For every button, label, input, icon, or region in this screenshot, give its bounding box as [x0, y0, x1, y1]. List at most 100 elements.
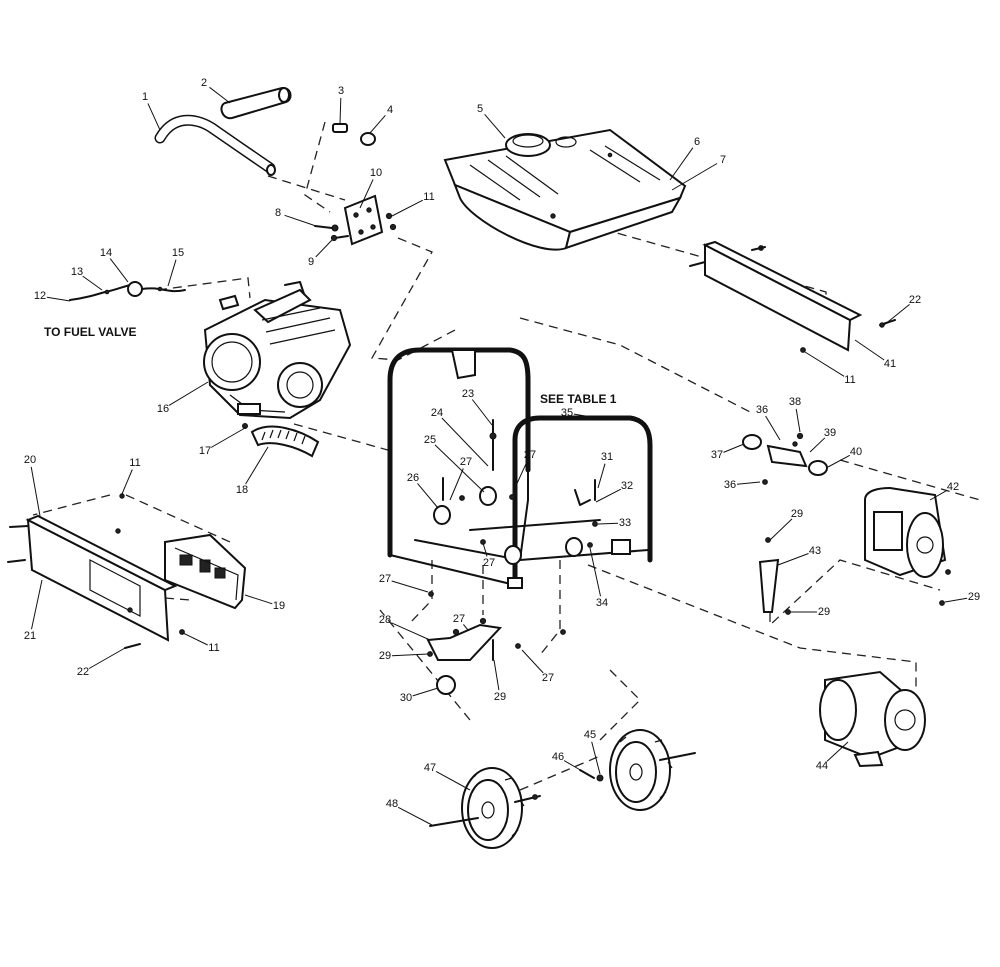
callout-29: 29 [818, 606, 830, 618]
callout-leader-15 [167, 259, 177, 287]
callout-leader-35 [573, 413, 611, 421]
part-handle-bracket [343, 194, 384, 246]
callout-25: 25 [424, 434, 436, 446]
part-alternator-bracket [758, 537, 945, 615]
callout-leader-45 [591, 741, 601, 775]
callout-leader-1 [147, 103, 161, 131]
part-clip [332, 123, 348, 133]
callout-leader-11 [121, 469, 133, 495]
callout-4: 4 [387, 104, 393, 116]
callout-39: 39 [824, 427, 836, 439]
part-knob [360, 132, 376, 146]
callout-1: 1 [142, 91, 148, 103]
callout-29: 29 [791, 508, 803, 520]
callout-leader-46 [563, 760, 583, 772]
callout-leader-11 [182, 632, 208, 646]
callout-leader-14 [109, 258, 129, 283]
callout-leader-3 [339, 97, 342, 125]
callout-31: 31 [601, 451, 613, 463]
callout-3: 3 [338, 85, 344, 97]
part-alternator-cover [864, 486, 951, 578]
callout-12: 12 [34, 290, 46, 302]
callout-36: 36 [756, 404, 768, 416]
callout-9: 9 [308, 256, 314, 268]
callout-27: 27 [460, 456, 472, 468]
callout-leader-29 [944, 597, 968, 603]
callout-leader-31 [597, 463, 606, 489]
callout-leader-24 [441, 417, 489, 467]
callout-30: 30 [400, 692, 412, 704]
callout-leader-47 [435, 770, 471, 791]
note-to-fuel-valve: TO FUEL VALVE [44, 325, 136, 339]
callout-28: 28 [379, 614, 391, 626]
callout-leader-22 [883, 304, 910, 326]
callout-leader-29 [493, 659, 500, 691]
callout-11: 11 [423, 191, 434, 203]
part-fuel-line [69, 281, 186, 301]
callout-48: 48 [386, 798, 398, 810]
callout-33: 33 [619, 517, 631, 529]
callout-leader-11 [804, 351, 845, 377]
callout-leader-lines [30, 86, 968, 826]
callout-46: 46 [552, 751, 564, 763]
callout-32: 32 [621, 480, 633, 492]
callout-7: 7 [720, 154, 726, 166]
callout-24: 24 [431, 407, 443, 419]
callout-leader-12 [46, 296, 71, 302]
callout-leader-23 [471, 399, 493, 426]
callout-leader-36 [736, 481, 761, 485]
part-fuel-tank [443, 128, 687, 251]
part-leg-bracket [426, 591, 566, 695]
callout-leader-42 [929, 489, 948, 501]
callout-34: 34 [596, 597, 608, 609]
part-engine-mounts [433, 419, 598, 565]
callout-22: 22 [77, 666, 89, 678]
callout-leader-7 [671, 163, 718, 191]
callout-leader-11 [391, 199, 424, 217]
callout-leader-19 [244, 594, 273, 605]
callout-leader-40 [827, 454, 851, 468]
callout-leader-39 [809, 437, 826, 453]
callout-leader-27 [521, 649, 544, 674]
callout-leader-17 [210, 427, 246, 448]
part-frame [387, 347, 653, 589]
callout-20: 20 [24, 454, 36, 466]
callout-6: 6 [694, 136, 700, 148]
callout-leader-36 [765, 415, 781, 441]
callout-45: 45 [584, 729, 596, 741]
callout-47: 47 [424, 762, 436, 774]
callout-leader-5 [484, 113, 506, 139]
part-muffler-guard [242, 423, 320, 458]
callout-41: 41 [884, 358, 896, 370]
callout-36: 36 [724, 479, 736, 491]
callout-leader-8 [284, 214, 317, 227]
callout-leader-25 [434, 444, 485, 493]
callout-14: 14 [100, 247, 112, 259]
callout-22: 22 [909, 294, 921, 306]
callout-15: 15 [172, 247, 184, 259]
callout-leader-44 [826, 741, 849, 762]
callout-29: 29 [379, 650, 391, 662]
callout-2: 2 [201, 77, 207, 89]
callout-leader-21 [31, 579, 43, 630]
callout-leader-27 [391, 580, 429, 593]
callout-leader-10 [359, 179, 374, 209]
callout-27: 27 [379, 573, 391, 585]
part-handle-tube [154, 114, 276, 176]
callout-16: 16 [157, 403, 169, 415]
callout-leader-6 [669, 147, 694, 181]
part-engine [203, 281, 352, 420]
callout-27: 27 [524, 449, 536, 461]
callout-leader-32 [595, 488, 622, 503]
callout-18: 18 [236, 484, 248, 496]
callout-40: 40 [850, 446, 862, 458]
callout-leader-33 [597, 522, 619, 525]
callout-leader-41 [854, 339, 885, 361]
callout-leader-27 [463, 624, 469, 631]
callout-37: 37 [711, 449, 723, 461]
callout-leader-9 [315, 239, 333, 258]
callout-11: 11 [129, 457, 140, 469]
callout-leader-48 [397, 806, 433, 826]
assembly-guide-lines [32, 121, 981, 791]
callout-21: 21 [24, 630, 36, 642]
